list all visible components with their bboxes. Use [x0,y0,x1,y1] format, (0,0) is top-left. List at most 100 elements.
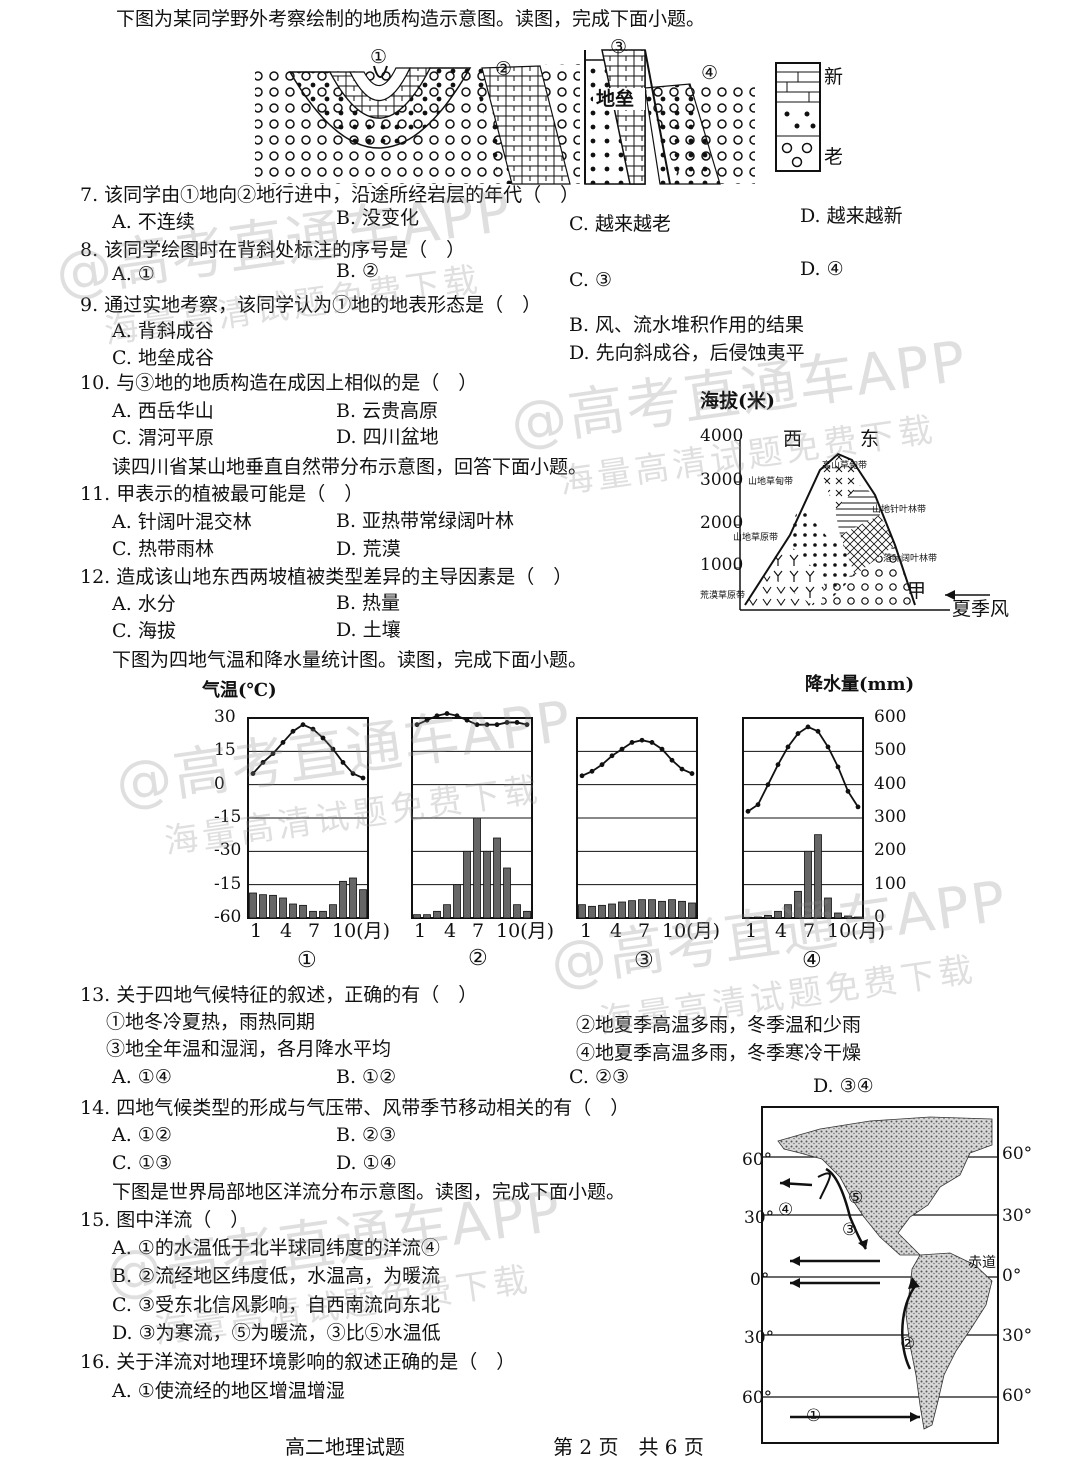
precip-tick: 100 [874,873,907,894]
q9-option-b[interactable]: B. 风、流水堆积作用的结果 [569,314,805,336]
precip-bar [423,914,431,919]
q10-option-c[interactable]: C. 渭河平原 [112,427,214,449]
q9-option-a[interactable]: A. 背斜成谷 [112,320,214,342]
q14-option-b[interactable]: B. ②③ [336,1124,397,1146]
q7-option-d[interactable]: D. 越来越新 [800,205,903,227]
q16-option-a[interactable]: A. ①使流经的地区增温增湿 [112,1380,345,1402]
west-label: 西 [783,428,803,450]
q10-option-a[interactable]: A. 西岳华山 [112,400,214,422]
chart-label-3: ③ [634,948,654,973]
q12-option-c[interactable]: C. 海拔 [112,620,176,642]
geology-marker-1: ① [370,46,388,68]
q14-option-c[interactable]: C. ①③ [112,1152,173,1174]
q10-option-b[interactable]: B. 云贵高原 [336,400,439,422]
month-tick: 10(月) [827,920,886,942]
precip-bar [794,890,802,919]
precip-bar [299,904,307,919]
month-tick: 1 [745,920,758,942]
temp-point [589,768,595,774]
temp-tick: 30 [214,707,236,727]
q12-option-b[interactable]: B. 热量 [336,592,401,614]
precip-bar [319,910,327,919]
zone-deciduous: 落叶阔叶林带 [883,554,938,564]
temp-point [424,717,430,723]
q12-option-d[interactable]: D. 土壤 [336,619,401,641]
temp-point [689,771,695,776]
temp-point [310,726,316,732]
equator-label: 赤道 [968,1255,996,1271]
q11-option-c[interactable]: C. 热带雨林 [112,538,214,560]
intro-ocean: 下图是世界局部地区洋流分布示意图。读图，完成下面小题。 [112,1181,626,1203]
precip-bar [453,884,461,919]
precip-tick: 600 [874,707,907,727]
lat-30n: 30° [744,1208,775,1228]
temp-point [524,722,530,728]
lat-30s-right: 30° [1002,1326,1033,1346]
q9-option-c[interactable]: C. 地垒成谷 [112,347,214,369]
precip-bar [413,914,421,919]
temp-point [270,751,276,756]
precip-bar [744,916,752,919]
precip-bar [329,904,337,919]
q15-option-c[interactable]: C. ③受东北信风影响，自西南流向东北 [112,1294,440,1316]
temp-point [845,788,851,794]
q12-stem: 12. 造成该山地东西两坡植被类型差异的主导因素是（ ） [80,566,573,588]
temp-point [290,728,296,734]
q8-option-a[interactable]: A. ① [112,263,155,285]
precip-bar [473,817,481,919]
q10-option-d[interactable]: D. 四川盆地 [336,426,439,448]
precip-bar [249,892,257,919]
q14-option-d[interactable]: D. ①④ [336,1152,397,1174]
temp-point [340,760,346,765]
temp-point [815,728,821,734]
precip-bar [854,916,862,919]
q15-option-d[interactable]: D. ③为寒流，⑤为暖流，③比⑤水温低 [112,1322,441,1344]
q11-option-d[interactable]: D. 荒漠 [336,538,401,560]
temp-point [260,760,266,765]
q11-option-b[interactable]: B. 亚热带常绿阔叶林 [336,510,515,532]
precip-bar [443,904,451,919]
q7-option-a[interactable]: A. 不连续 [112,211,195,233]
lat-0: 0° [750,1270,770,1290]
q13-option-d[interactable]: D. ③④ [813,1075,874,1097]
geology-marker-3: ③ [610,36,628,58]
q12-option-a[interactable]: A. 水分 [112,593,176,615]
precip-bar [688,902,696,919]
precip-bar [814,834,822,919]
temp-tick: 0 [214,773,225,794]
temp-point [514,720,520,725]
q9-option-d[interactable]: D. 先向斜成谷，后侵蚀夷平 [569,342,805,364]
q8-option-d[interactable]: D. ④ [800,258,844,280]
q13-option-b[interactable]: B. ①② [336,1066,397,1088]
precip-bar [628,900,636,919]
q15-option-b[interactable]: B. ②流经地区纬度低，水温高，为暖流 [112,1265,441,1287]
month-tick: 4 [775,920,788,942]
q11-option-a[interactable]: A. 针阔叶混交林 [112,511,252,533]
month-tick: 7 [308,920,321,942]
temp-tick: -15 [214,873,242,894]
zone-desert-steppe: 荒漠草原带 [700,591,746,601]
temp-point [434,713,440,719]
precip-bar [764,914,772,919]
q8-option-c[interactable]: C. ③ [569,269,612,291]
q15-option-a[interactable]: A. ①的水温低于北半球同纬度的洋流④ [112,1237,440,1259]
q13-option-c[interactable]: C. ②③ [569,1066,630,1088]
current-2: ② [900,1334,916,1354]
mountain-zones-diagram [734,440,990,611]
q13-statement-4: ④地夏季高温多雨，冬季寒冷干燥 [576,1042,862,1064]
q13-option-a[interactable]: A. ①④ [112,1066,172,1088]
strata-legend [775,62,821,172]
temp-point [775,762,781,768]
q8-option-b[interactable]: B. ② [336,260,380,282]
q7-option-c[interactable]: C. 越来越老 [569,213,671,235]
precip-bar [844,915,852,919]
q15-stem: 15. 图中洋流（ ） [80,1209,250,1231]
footer-page: 第 2 页 共 6 页 [553,1435,704,1459]
q14-option-a[interactable]: A. ①② [112,1124,172,1146]
precip-bar [774,910,782,919]
precip-axis-label: 降水量(mm) [805,674,915,695]
precip-bar [339,880,347,919]
temp-point [805,724,811,730]
q7-option-b[interactable]: B. 没变化 [336,207,420,229]
precip-bar [309,910,317,919]
